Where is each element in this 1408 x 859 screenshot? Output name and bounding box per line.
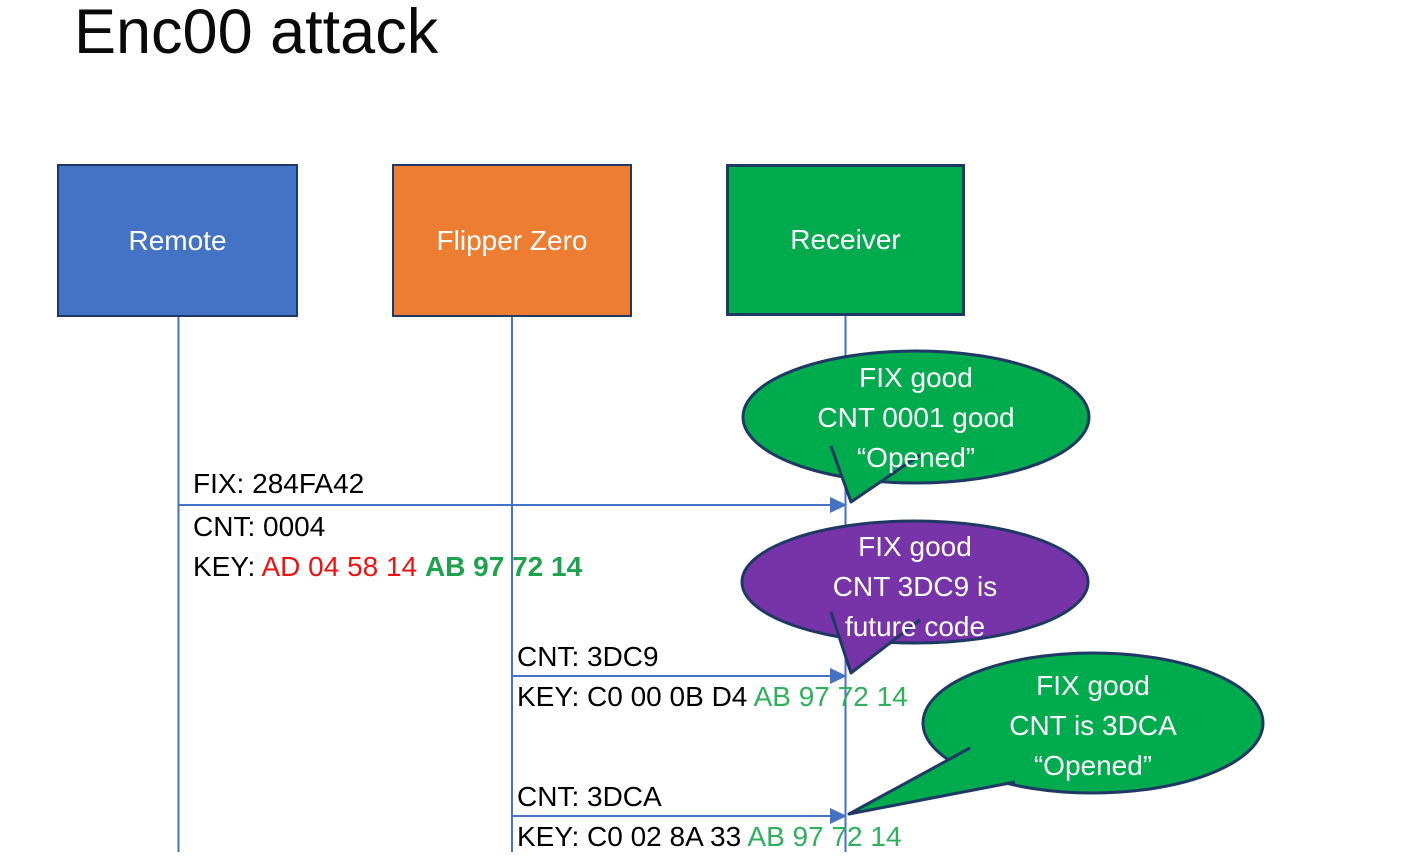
message1-key-label: KEY: AD 04 58 14 AB 97 72 14 [193,551,582,583]
message1-key-red-bytes: AD 04 58 14 [261,551,425,582]
actor-label-remote: Remote [128,224,227,256]
callout2-text: FIX good CNT 3DC9 is future code [745,527,1085,647]
message3-key-green-bytes: AB 97 72 14 [747,821,902,852]
message2-key-prefix: KEY: C0 00 0B D4 [517,681,754,712]
message1-fix-text: FIX: 284FA42 [193,468,365,499]
arrow-message-1 [178,497,847,513]
callout1-line2: CNT 0001 good [817,402,1015,433]
actor-box-remote: Remote [57,164,298,317]
message3-cnt-text: CNT: 3DCA [517,781,662,812]
message1-cnt-label: CNT: 0004 [193,511,325,543]
actor-label-flipper-zero: Flipper Zero [436,224,588,256]
message1-fix-label: FIX: 284FA42 [193,468,364,500]
callout3-text: FIX good CNT is 3DCA “Opened” [923,666,1263,786]
message3-key-prefix: KEY: C0 02 8A 33 [517,821,748,852]
callout2-line3: future code [844,611,986,642]
callout2-line2: CNT 3DC9 is [832,571,998,602]
arrow-message-3 [512,808,847,824]
message3-cnt-label: CNT: 3DCA [517,781,662,813]
page-title: Enc00 attack [74,0,439,67]
callout2-line1: FIX good [858,531,972,562]
message3-key-label: KEY: C0 02 8A 33 AB 97 72 14 [517,821,902,853]
actor-label-receiver: Receiver [790,224,901,255]
callout-bubble-1 [741,349,1091,504]
callout1-text: FIX good CNT 0001 good “Opened” [746,358,1086,478]
callout-bubble-2 [740,519,1090,675]
callout3-line2: CNT is 3DCA [1009,710,1177,741]
actor-box-receiver: Receiver [726,164,965,316]
callout1-line1: FIX good [859,362,973,393]
message2-key-label: KEY: C0 00 0B D4 AB 97 72 14 [517,681,908,713]
callout1-line3: “Opened” [856,442,976,473]
callout3-line3: “Opened” [1033,750,1153,781]
callout-bubble-3 [847,651,1265,816]
message1-key-prefix: KEY: [193,551,262,582]
callout3-line1: FIX good [1036,670,1150,701]
message2-cnt-text: CNT: 3DC9 [517,641,659,672]
message1-key-green-bytes: AB 97 72 14 [424,551,583,582]
message2-key-green-bytes: AB 97 72 14 [753,681,908,712]
message2-cnt-label: CNT: 3DC9 [517,641,659,673]
arrow-message-2 [512,668,847,684]
message1-cnt-text: CNT: 0004 [193,511,326,542]
actor-box-flipper-zero: Flipper Zero [392,164,632,317]
